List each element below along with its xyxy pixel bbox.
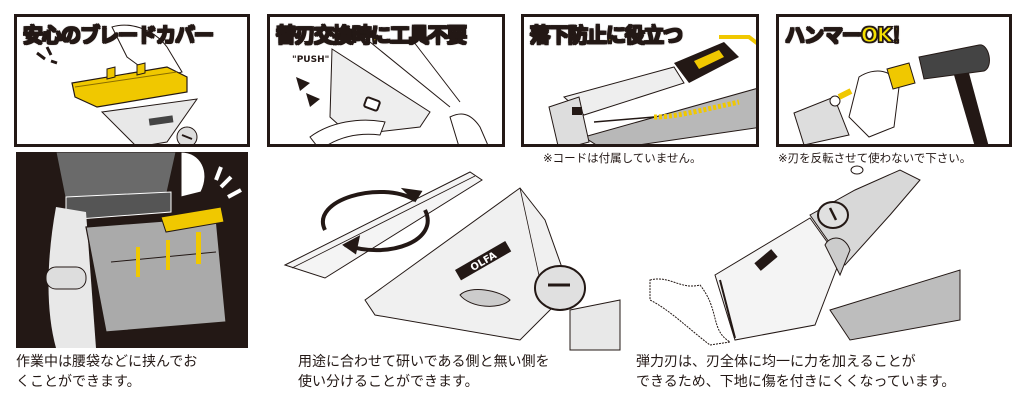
panel-headline: ハンマーOK！ bbox=[784, 22, 912, 47]
blade-cover-illustration-icon bbox=[36, 24, 199, 144]
blade-replace-illustration-icon bbox=[296, 36, 488, 144]
caption-line: 使い分けることができます。 bbox=[298, 374, 479, 390]
feature-panel-drop-prevention: 落下防止に役立つ bbox=[521, 14, 759, 147]
caption-line: できるため、下地に傷を付きにくくなっています。 bbox=[636, 374, 956, 390]
feature-panel-blade-cover: 安心のブレードカバー bbox=[14, 14, 250, 147]
elastic-blade-caption: 弾力刃は、刃全体に均一に力を加えることが できるため、下地に傷を付きにくくなって… bbox=[636, 352, 955, 392]
caption-line: くことができます。 bbox=[16, 374, 141, 390]
scraping-illustration-icon bbox=[649, 165, 961, 346]
do-not-reverse-blade-note: ※刃を反転させて使わないで下さい。 bbox=[778, 151, 972, 165]
tool-pouch-caption: 作業中は腰袋などに挟んでお くことができます。 bbox=[16, 352, 197, 392]
reversible-blade-illustration-icon: OLFA bbox=[283, 171, 621, 351]
caption-line: 弾力刃は、刃全体に均一に力を加えることが bbox=[636, 354, 916, 370]
caption-line: 用途に合わせて研いである側と無い側を bbox=[298, 354, 550, 370]
tool-pouch-panel bbox=[16, 152, 248, 348]
hammer-illustration-icon bbox=[793, 44, 990, 144]
panel-headline: 安心のブレードカバー bbox=[22, 22, 214, 47]
reversible-blade-caption: 用途に合わせて研いである側と無い側を 使い分けることができます。 bbox=[298, 352, 549, 392]
caption-line: 作業中は腰袋などに挟んでお bbox=[16, 354, 198, 370]
feature-panel-blade-replace: 替刃交換時に工具不要 "PUSH" bbox=[267, 14, 505, 147]
cord-not-included-note: ※コードは付属していません。 bbox=[543, 151, 702, 165]
panel-headline: 落下防止に役立つ bbox=[529, 22, 683, 47]
push-label: "PUSH" bbox=[292, 55, 330, 65]
lanyard-illustration-icon bbox=[548, 35, 756, 144]
feature-panel-hammer-ok: ハンマーOK！ bbox=[776, 14, 1012, 147]
tool-pouch-illustration-icon bbox=[45, 152, 242, 348]
panel-headline: 替刃交換時に工具不要 bbox=[275, 22, 467, 47]
